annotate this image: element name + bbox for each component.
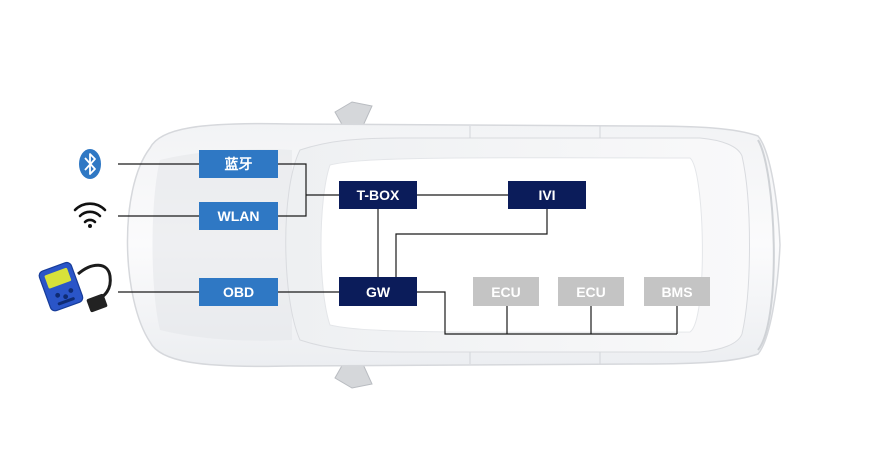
node-obd: OBD	[199, 278, 278, 306]
node-tbox-label: T-BOX	[357, 187, 400, 203]
node-bluetooth-label: 蓝牙	[225, 156, 253, 172]
line-bt-wlan-bracket	[278, 163, 307, 217]
bluetooth-icon	[79, 149, 101, 179]
node-wlan: WLAN	[199, 202, 278, 230]
node-ecu-1-label: ECU	[491, 284, 521, 300]
wifi-icon	[73, 202, 107, 228]
node-gw-label: GW	[366, 284, 391, 300]
line-gw-to-bus	[417, 291, 677, 335]
node-tbox: T-BOX	[339, 181, 417, 209]
connection-lines	[118, 163, 678, 335]
node-wlan-label: WLAN	[218, 208, 260, 224]
node-ecu-2-label: ECU	[576, 284, 606, 300]
node-ecu-2: ECU	[558, 277, 624, 306]
node-ecu-1: ECU	[473, 277, 539, 306]
line-ivi-to-gw	[395, 209, 548, 277]
node-ivi-label: IVI	[538, 187, 555, 203]
node-obd-label: OBD	[223, 284, 254, 300]
node-bms-label: BMS	[661, 284, 692, 300]
node-bms: BMS	[644, 277, 710, 306]
car-top-view-icon	[126, 101, 781, 389]
node-gw: GW	[339, 277, 417, 306]
obd-scanner-icon	[38, 261, 112, 313]
node-ivi: IVI	[508, 181, 586, 209]
node-bluetooth: 蓝牙	[199, 150, 278, 178]
